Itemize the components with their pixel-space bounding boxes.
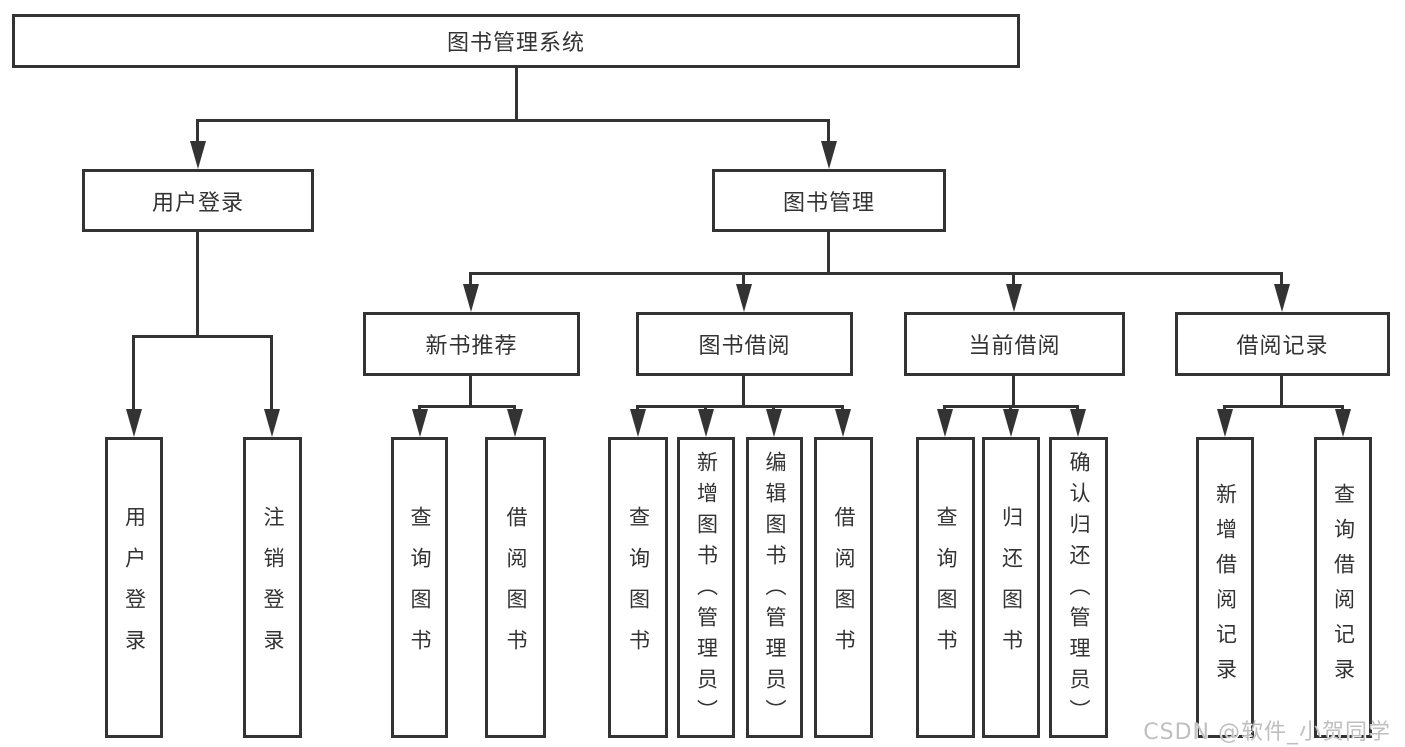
node-root-library-system: 图书管理系统: [12, 14, 1020, 68]
connector-line-vertical: [1280, 272, 1283, 290]
node-label: 借阅图书: [832, 505, 856, 670]
arrowhead-down-icon: [126, 409, 142, 437]
connector-line-vertical: [742, 376, 745, 408]
connector-line-horizontal: [636, 405, 844, 408]
leaf-add-books-admin: 新增图书（管理员）: [677, 437, 735, 738]
node-label: 借阅记录: [1236, 334, 1329, 359]
node-current-borrowing: 当前借阅: [904, 312, 1125, 376]
connector-line-vertical: [132, 335, 135, 415]
leaf-confirm-return-admin: 确认归还（管理员）: [1049, 437, 1108, 738]
arrowhead-down-icon: [1274, 284, 1290, 312]
node-label: 查询图书: [408, 505, 432, 670]
leaf-query-books-recommend: 查询图书: [391, 437, 448, 738]
connector-line-horizontal: [943, 405, 1079, 408]
node-label: 新书推荐: [425, 334, 518, 359]
connector-line-vertical: [1012, 376, 1015, 408]
csdn-watermark: CSDN @软件_小贺同学: [1143, 720, 1391, 745]
leaf-add-borrow-record: 新增借阅记录: [1196, 437, 1254, 738]
node-label: 查询借阅记录: [1331, 482, 1356, 693]
node-user-login: 用户登录: [82, 169, 314, 232]
arrowhead-down-icon: [698, 409, 714, 437]
arrowhead-down-icon: [766, 409, 782, 437]
connector-line-horizontal: [196, 119, 830, 122]
node-label: 用户登录: [151, 190, 244, 216]
connector-line-vertical: [270, 335, 273, 415]
arrowhead-down-icon: [507, 409, 523, 437]
arrowhead-down-icon: [412, 409, 428, 437]
connector-line-horizontal: [418, 405, 516, 408]
node-label: 编辑图书（管理员）: [763, 451, 787, 730]
node-label: 新增借阅记录: [1213, 482, 1238, 693]
node-book-management: 图书管理: [712, 169, 946, 232]
node-label: 归还图书: [999, 505, 1024, 670]
arrowhead-down-icon: [1006, 284, 1022, 312]
arrowhead-down-icon: [1217, 409, 1233, 437]
leaf-user-login: 用户登录: [105, 437, 163, 738]
node-label: 图书管理系统: [446, 31, 585, 56]
connector-line-vertical: [827, 119, 830, 147]
arrowhead-down-icon: [1070, 409, 1086, 437]
connector-line-vertical: [515, 68, 518, 121]
leaf-query-books-borrow: 查询图书: [608, 437, 668, 738]
node-label: 当前借阅: [968, 334, 1061, 359]
arrowhead-down-icon: [630, 409, 646, 437]
node-label: 查询图书: [626, 505, 651, 670]
arrowhead-down-icon: [937, 409, 953, 437]
connector-line-horizontal: [469, 272, 1283, 275]
node-label: 查询图书: [934, 505, 958, 670]
node-new-book-recommend: 新书推荐: [363, 312, 580, 376]
connector-line-vertical: [469, 376, 472, 408]
leaf-return-books: 归还图书: [982, 437, 1040, 738]
node-borrow-records: 借阅记录: [1175, 312, 1390, 376]
arrowhead-down-icon: [463, 284, 479, 312]
connector-line-vertical: [196, 232, 199, 338]
arrowhead-down-icon: [264, 409, 280, 437]
leaf-logout: 注销登录: [243, 437, 302, 738]
node-label: 用户登录: [122, 505, 147, 670]
connector-line-vertical: [469, 272, 472, 290]
leaf-query-books-current: 查询图书: [916, 437, 975, 738]
connector-line-horizontal: [132, 335, 273, 338]
arrowhead-down-icon: [1003, 409, 1019, 437]
node-book-borrowing: 图书借阅: [636, 312, 853, 376]
node-label: 图书管理: [782, 190, 875, 216]
arrowhead-down-icon: [736, 284, 752, 312]
node-label: 注销登录: [261, 505, 285, 670]
arrowhead-down-icon: [821, 141, 837, 169]
node-label: 借阅图书: [504, 505, 528, 670]
leaf-borrow-books-recommend: 借阅图书: [485, 437, 546, 738]
connector-line-horizontal: [1223, 405, 1344, 408]
connector-line-vertical: [1280, 376, 1283, 408]
node-label: 确认归还（管理员）: [1067, 451, 1091, 730]
node-label: 新增图书（管理员）: [694, 451, 719, 730]
connector-line-vertical: [742, 272, 745, 290]
arrowhead-down-icon: [190, 141, 206, 169]
node-label: 图书借阅: [698, 334, 791, 359]
leaf-edit-books-admin: 编辑图书（管理员）: [746, 437, 803, 738]
arrowhead-down-icon: [1335, 409, 1351, 437]
leaf-borrow-books: 借阅图书: [814, 437, 873, 738]
connector-line-vertical: [827, 232, 830, 275]
connector-line-vertical: [196, 119, 199, 147]
connector-line-vertical: [1012, 272, 1015, 290]
leaf-query-borrow-record: 查询借阅记录: [1314, 437, 1372, 738]
arrowhead-down-icon: [835, 409, 851, 437]
